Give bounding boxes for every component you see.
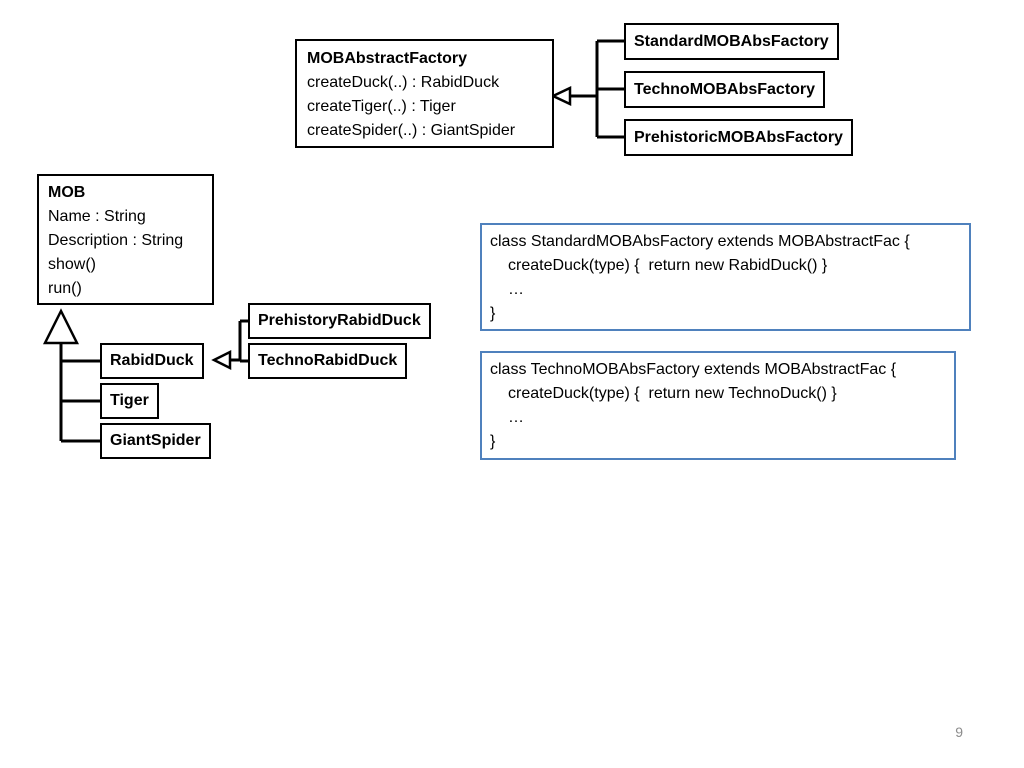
- class-name: StandardMOBAbsFactory: [634, 32, 829, 50]
- standard-mob-abs-factory-class: StandardMOBAbsFactory: [624, 23, 839, 60]
- factory-title: MOBAbstractFactory: [307, 50, 468, 67]
- class-name: PrehistoricMOBAbsFactory: [634, 128, 843, 146]
- rabid-duck-class: RabidDuck: [100, 343, 204, 379]
- code-line: …: [508, 281, 524, 298]
- code-line: class TechnoMOBAbsFactory extends MOBAbs…: [490, 361, 897, 378]
- mob-member: run(): [48, 280, 82, 297]
- code-line: }: [490, 433, 496, 450]
- giant-spider-class: GiantSpider: [100, 423, 211, 459]
- mob-member: Description : String: [48, 232, 184, 249]
- class-name: PrehistoryRabidDuck: [258, 312, 421, 329]
- standard-factory-code-snippet: class StandardMOBAbsFactory extends MOBA…: [480, 223, 971, 331]
- class-name: TechnoMOBAbsFactory: [634, 80, 816, 98]
- mob-abstract-factory-class: MOBAbstractFactory createDuck(..) : Rabi…: [295, 39, 554, 148]
- techno-mob-abs-factory-class: TechnoMOBAbsFactory: [624, 71, 826, 108]
- mob-title: MOB: [48, 184, 86, 201]
- mob-member: show(): [48, 256, 97, 273]
- techno-rabid-duck-class: TechnoRabidDuck: [248, 343, 408, 379]
- mob-class: MOB Name : String Description : String s…: [37, 174, 214, 305]
- factory-method: createDuck(..) : RabidDuck: [307, 74, 500, 91]
- tiger-class: Tiger: [100, 383, 159, 419]
- prehistoric-mob-abs-factory-class: PrehistoricMOBAbsFactory: [624, 119, 853, 156]
- class-name: TechnoRabidDuck: [258, 352, 398, 369]
- factory-method: createSpider(..) : GiantSpider: [307, 122, 516, 139]
- class-name: GiantSpider: [110, 432, 201, 449]
- mob-inheritance-lines: [59, 343, 100, 443]
- mob-member: Name : String: [48, 208, 146, 225]
- code-line: …: [508, 409, 524, 426]
- techno-factory-code-snippet: class TechnoMOBAbsFactory extends MOBAbs…: [480, 351, 956, 460]
- slide-number: 9: [955, 724, 963, 740]
- code-line: createDuck(type) { return new RabidDuck(…: [508, 257, 828, 274]
- duck-inheritance-lines: [230, 319, 248, 363]
- code-line: class StandardMOBAbsFactory extends MOBA…: [490, 233, 910, 250]
- code-line: createDuck(type) { return new TechnoDuck…: [508, 385, 837, 402]
- factory-inheritance-arrowhead: [550, 86, 572, 106]
- factory-method: createTiger(..) : Tiger: [307, 98, 456, 115]
- duck-inheritance-arrowhead: [211, 349, 232, 371]
- factory-inheritance-lines: [570, 39, 624, 139]
- class-name: RabidDuck: [110, 352, 194, 369]
- code-line: }: [490, 305, 496, 322]
- class-name: Tiger: [110, 392, 149, 409]
- mob-inheritance-arrowhead: [42, 308, 80, 345]
- prehistory-rabid-duck-class: PrehistoryRabidDuck: [248, 303, 431, 339]
